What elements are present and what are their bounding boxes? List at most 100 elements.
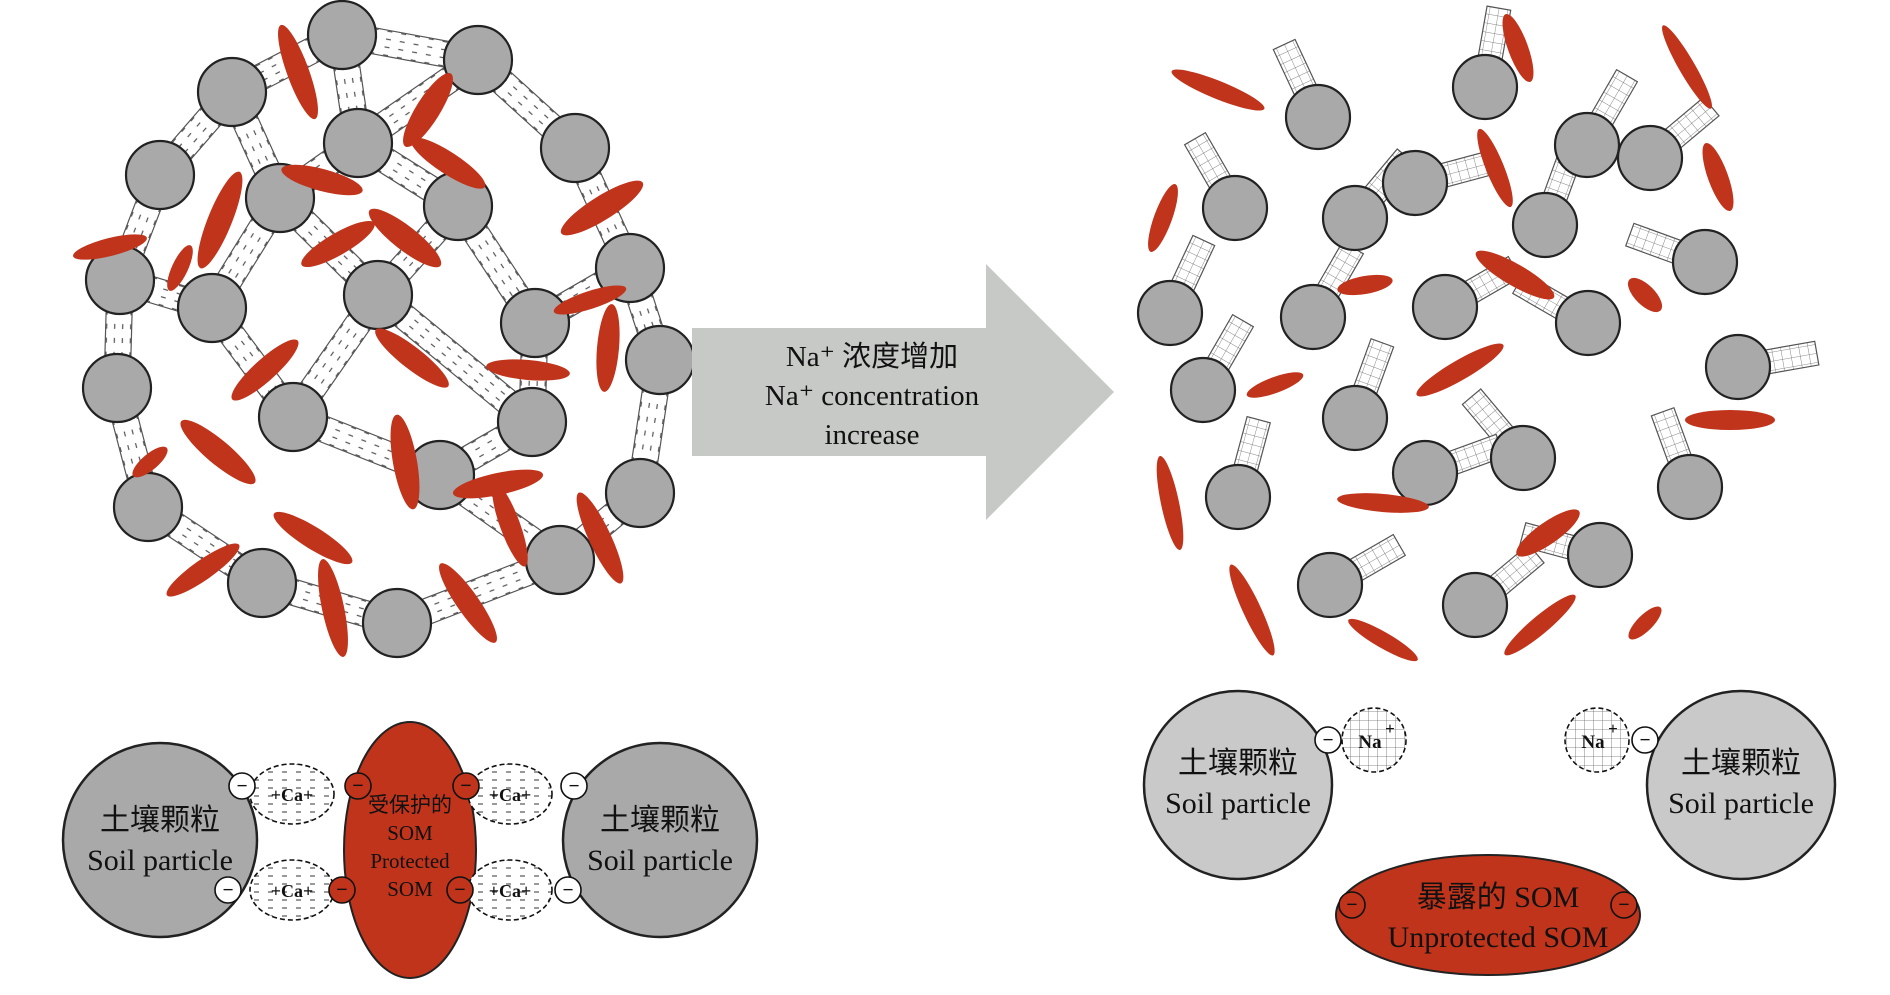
organic-matter	[301, 220, 375, 268]
soil-particle	[1616, 124, 1684, 192]
soil-particle	[81, 352, 153, 424]
soil-particle	[604, 457, 676, 529]
negative-charge	[452, 772, 480, 800]
organic-matter	[553, 285, 627, 315]
soil-particle	[1136, 279, 1204, 347]
negative-charge-text: −	[1322, 730, 1333, 751]
arrow-shape	[692, 264, 1114, 520]
sodium-ion-label: Na	[1581, 732, 1605, 753]
som-right	[1148, 13, 1775, 662]
organic-matter	[596, 304, 620, 392]
soil-particle	[1284, 83, 1352, 151]
soil-particle-right-label-zh: 土壤颗粒	[600, 804, 720, 837]
organic-matter	[166, 543, 240, 597]
organic-matter	[1348, 618, 1418, 662]
soil-particle	[306, 0, 378, 71]
organic-matter	[1477, 128, 1513, 208]
soil-particle	[361, 587, 433, 659]
organic-matter	[281, 164, 363, 196]
organic-matter	[368, 208, 442, 268]
soil-particle	[1553, 111, 1621, 179]
negative-charge	[1314, 726, 1342, 754]
soil-particle	[442, 24, 514, 96]
soil-particle	[1296, 551, 1364, 619]
soil-particle	[496, 386, 568, 458]
soil-particle	[1321, 184, 1389, 252]
organic-matter	[1416, 343, 1504, 397]
soil-particle	[1411, 273, 1479, 341]
organic-matter	[1502, 13, 1534, 83]
protected-som-label-2: Protected	[370, 849, 450, 873]
organic-matter	[73, 234, 147, 260]
protected-som	[343, 721, 477, 979]
organic-matter	[560, 180, 644, 236]
process-arrow: Na⁺ 浓度增加 Na⁺ concentration increase	[692, 264, 1114, 520]
organic-matter	[1229, 564, 1275, 656]
ca-bridge-detail: 土壤颗粒 Soil particle 土壤颗粒 Soil particle 受保…	[61, 721, 759, 979]
soil-particle	[226, 547, 298, 619]
arrow-label-en-2: increase	[825, 419, 920, 451]
negative-charge-text: −	[236, 776, 247, 797]
negative-charge-text: −	[568, 776, 579, 797]
organic-matter	[452, 469, 544, 499]
soil-particle	[1566, 521, 1634, 589]
dispersed-particles	[1136, 5, 1820, 662]
negative-charge	[228, 772, 256, 800]
negative-charge	[554, 876, 582, 904]
organic-matter	[1627, 277, 1663, 313]
soil-particle	[1381, 149, 1449, 217]
soil-particle-right-dispersed-label-en: Soil particle	[1668, 787, 1814, 820]
soil-particle-right-dispersed	[1645, 689, 1837, 881]
organic-matter	[1148, 184, 1178, 252]
negative-charge	[1610, 891, 1638, 919]
organic-matter	[439, 563, 497, 643]
soil-particle	[1489, 424, 1557, 492]
calcium-ion-label: +Ca+	[271, 881, 314, 901]
sodium-ion-charge: +	[1608, 719, 1618, 738]
negative-charge-text: −	[1618, 894, 1629, 916]
soil-particle	[1441, 571, 1509, 639]
sodium-ion-charge: +	[1385, 719, 1395, 738]
soil-particle-left-label-en: Soil particle	[87, 844, 233, 877]
calcium-bridges: +Ca++Ca++Ca++Ca+−−−−−−−−	[214, 763, 588, 921]
soil-particle-left	[61, 741, 259, 939]
organic-matter	[390, 414, 420, 510]
particles-right	[1136, 53, 1772, 639]
organic-matter	[486, 359, 570, 381]
negative-charge	[328, 876, 356, 904]
organic-matter	[231, 339, 299, 401]
soil-particle-right-label-en: Soil particle	[587, 844, 733, 877]
organic-matter	[403, 72, 453, 148]
soil-particle-right	[561, 741, 759, 939]
soil-particle	[539, 112, 611, 184]
soil-particle-left-dispersed	[1142, 689, 1334, 881]
calcium-ion-label: +Ca+	[489, 881, 532, 901]
soil-particle	[524, 524, 596, 596]
negative-charge-text: −	[336, 879, 347, 901]
soil-particle	[1554, 289, 1622, 357]
sodium-ion	[1564, 707, 1630, 773]
na-dispersion-detail: 土壤颗粒 Soil particle 土壤颗粒 Soil particle 暴露…	[1142, 689, 1837, 976]
soil-particle	[322, 107, 394, 179]
organic-matter	[318, 559, 348, 657]
soil-particle	[196, 56, 268, 128]
soil-particle	[1656, 453, 1724, 521]
unprotected-som	[1335, 854, 1641, 976]
negative-charge-text: −	[352, 775, 363, 797]
negative-charge-text: −	[460, 775, 471, 797]
organic-matter	[1685, 410, 1775, 430]
soil-particle	[1169, 356, 1237, 424]
organic-matter	[278, 24, 318, 120]
negative-charge	[560, 772, 588, 800]
organic-matter	[576, 492, 624, 584]
soil-particle	[176, 272, 248, 344]
protected-som-label-1: SOM	[387, 821, 433, 845]
organic-matter	[1475, 250, 1555, 300]
organic-matter	[1337, 274, 1393, 296]
calcium-ion-label: +Ca+	[489, 785, 532, 805]
arrow-label-en: Na⁺ concentration	[765, 380, 980, 412]
sodium-ions: Na+Na+−−−−	[1314, 707, 1659, 919]
organic-matter	[167, 245, 193, 291]
negative-charge	[446, 876, 474, 904]
negative-charge-text: −	[454, 879, 465, 901]
